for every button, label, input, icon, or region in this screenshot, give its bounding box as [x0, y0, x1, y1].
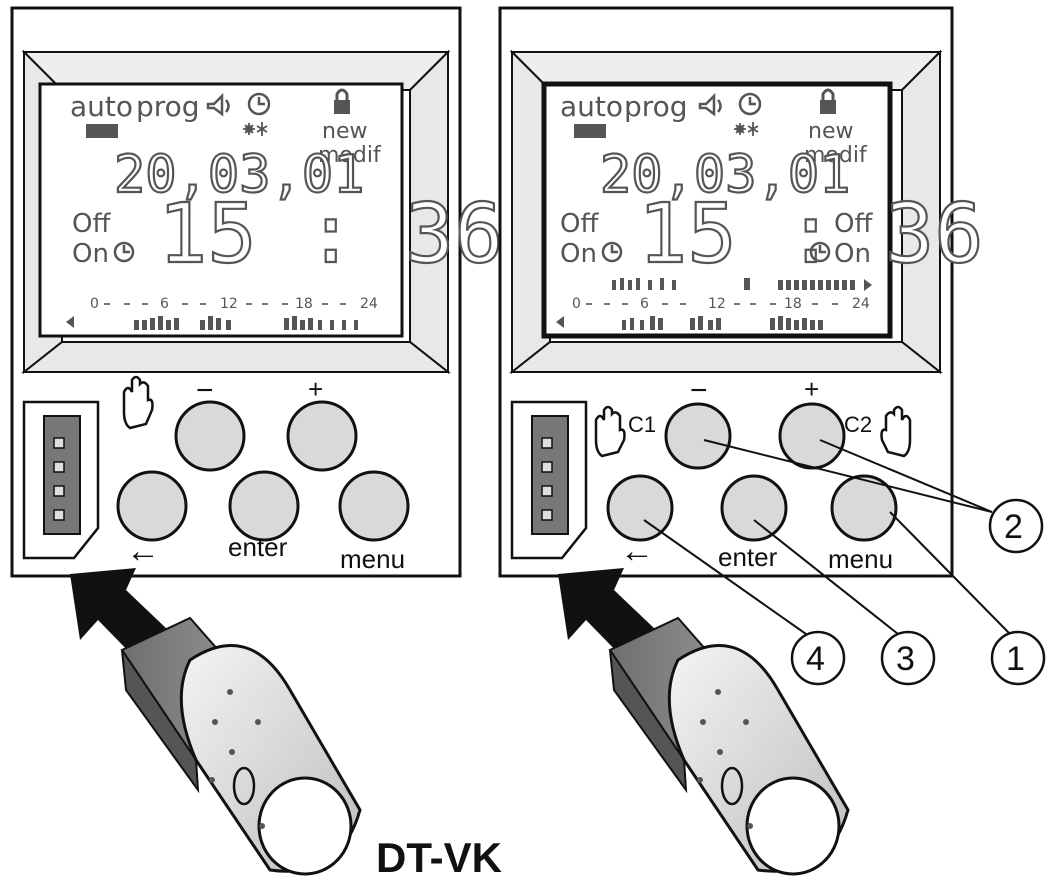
minus-label: − — [690, 374, 708, 407]
lcd-scale-24: 24 — [360, 296, 378, 312]
lcd-arrow-indicator — [574, 124, 606, 138]
plus-button[interactable] — [778, 402, 846, 470]
connector-pins — [541, 437, 553, 521]
lcd-auto-label: auto — [70, 90, 133, 123]
lcd-off-label: Off — [72, 209, 111, 239]
lcd-scale-24: 24 — [852, 296, 870, 312]
lcd-date: 20,03,01 — [114, 145, 364, 205]
callout-circle-2 — [988, 498, 1044, 554]
lcd-on-label-right: On — [834, 239, 871, 269]
lcd-left-arrow-icon — [556, 316, 564, 328]
lcd-scale-12: 12 — [220, 296, 238, 312]
lcd-off-label: Off — [560, 209, 599, 239]
hand-icon-c1 — [594, 405, 626, 458]
lock-icon — [820, 88, 836, 114]
lcd-scale-6: 6 — [160, 296, 169, 312]
hand-icon-c2 — [880, 405, 912, 458]
lcd-scale-6: 6 — [640, 296, 649, 312]
hand-clock-icon — [601, 241, 623, 263]
hand-clock-icon — [113, 241, 135, 263]
connector-socket — [43, 415, 81, 535]
connector-pins — [53, 437, 65, 521]
minus-button[interactable] — [664, 402, 732, 470]
lcd-scale-0: 0 — [572, 296, 581, 312]
c2-label: C2 — [844, 412, 872, 437]
speaker-icon — [206, 92, 230, 117]
plus-label: + — [804, 374, 819, 404]
minus-label: − — [196, 374, 214, 407]
device-left: auto prog new modif 20,03,01 Off On 15 : — [10, 6, 505, 578]
lcd-prog-label: prog — [136, 90, 200, 123]
plus-label: + — [308, 374, 323, 404]
lcd-prog-label: prog — [624, 90, 688, 123]
lcd-left-arrow-icon — [66, 316, 74, 328]
memory-key-right — [608, 616, 850, 876]
callout-2: 2 — [1004, 508, 1023, 546]
menu-button[interactable] — [830, 474, 898, 542]
callout-circle-4 — [790, 630, 846, 686]
lcd-bezel-bottom — [509, 341, 943, 373]
diagram-title: DT-VK — [376, 834, 502, 881]
lcd-off-label-right: Off — [834, 209, 873, 239]
lcd-new-label: new — [808, 119, 853, 144]
lcd-on-label: On — [560, 239, 597, 269]
back-label: ← — [620, 532, 654, 570]
callout-circle-3 — [880, 630, 936, 686]
speaker-icon — [698, 92, 722, 117]
lcd-program-bars — [134, 316, 358, 330]
callouts: 2 3 4 1 — [790, 498, 1046, 686]
clock-icon — [738, 92, 762, 116]
hand-icon — [122, 375, 154, 430]
minus-button[interactable] — [174, 400, 246, 472]
lcd-scale-18: 18 — [295, 296, 313, 312]
menu-button[interactable] — [338, 470, 410, 542]
lcd-arrow-indicator — [86, 124, 118, 138]
enter-label: enter — [718, 542, 778, 572]
lcd-time: 15 : 36 — [158, 187, 504, 282]
lcd-modif-label: modif — [318, 143, 382, 168]
back-label: ← — [126, 532, 160, 570]
lcd-modif-label: modif — [804, 143, 868, 168]
enter-button[interactable] — [720, 474, 788, 542]
c1-label: C1 — [628, 412, 656, 437]
lcd-time: 15 : 36 — [638, 187, 984, 282]
lcd-scale-0: 0 — [90, 296, 99, 312]
plus-button[interactable] — [286, 400, 358, 472]
lcd-right-arrow-icon — [864, 279, 872, 291]
lock-icon — [334, 88, 350, 114]
lcd-program-bars — [622, 316, 823, 330]
lcd-scale-12: 12 — [708, 296, 726, 312]
callout-circle-1 — [990, 630, 1046, 686]
enter-label: enter — [228, 532, 288, 562]
callout-4: 4 — [806, 640, 825, 678]
lcd-program-bars-top — [612, 278, 855, 290]
lcd-on-label: On — [72, 239, 109, 269]
callout-1: 1 — [1006, 640, 1025, 678]
clock-icon — [247, 92, 271, 116]
menu-label: menu — [340, 544, 405, 574]
sun-snow-icon — [243, 122, 268, 136]
back-button[interactable] — [116, 470, 188, 542]
sun-snow-icon — [734, 122, 759, 136]
enter-button[interactable] — [228, 470, 300, 542]
hand-clock-icon-right — [809, 241, 831, 263]
lcd-date: 20,03,01 — [600, 145, 850, 205]
lcd-scale-18: 18 — [784, 296, 802, 312]
device-right: auto prog new modif 20,03,01 Off On 15 : — [498, 6, 985, 578]
lcd-bezel-bottom — [21, 341, 451, 373]
callout-3: 3 — [896, 640, 915, 678]
menu-label: menu — [828, 544, 893, 574]
back-button[interactable] — [606, 474, 674, 542]
callout-leaders — [643, 439, 1011, 635]
lcd-auto-label: auto — [560, 90, 623, 123]
lcd-new-label: new — [322, 119, 367, 144]
memory-key-left — [120, 616, 362, 876]
